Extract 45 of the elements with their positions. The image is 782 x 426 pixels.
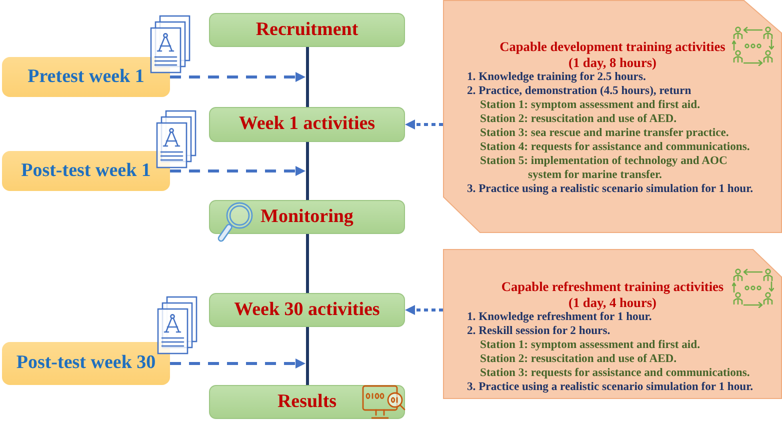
timeline-line — [306, 327, 308, 385]
assessment-box — [2, 57, 170, 97]
assessment-label: Pretest week 1 — [28, 66, 144, 88]
list-item: 1. Knowledge refreshment for 1 hour. — [466, 310, 653, 324]
stage-box — [209, 107, 405, 142]
timeline-line — [306, 142, 308, 200]
dashed-arrow — [170, 358, 306, 368]
stage-title: Recruitment — [256, 20, 358, 40]
stage-box — [209, 200, 405, 234]
list-item: 3. Practice using a realistic scenario simulation for 1 hour. — [466, 380, 754, 394]
station-item: Station 1: symptom assessment and first aid. — [479, 338, 701, 352]
panel-heading: Capable refreshment training activities — [500, 279, 725, 294]
dashed-arrow — [170, 72, 306, 82]
station-item: Station 1: symptom assessment and first aid. — [479, 98, 701, 112]
list-item: 2. Reskill session for 2 hours. — [466, 324, 612, 338]
station-item: Station 2: resuscitation and use of AED. — [479, 112, 678, 126]
assessment-label: Post-test week 1 — [21, 160, 151, 182]
panel-heading: (1 day, 4 hours) — [568, 294, 658, 310]
timeline-line — [306, 47, 308, 107]
assessment-box — [2, 151, 170, 191]
dashed-arrow — [170, 166, 306, 176]
station-item: Station 5: implementation of technology and AOC system for marine transfer. — [479, 154, 728, 182]
dotted-arrow — [405, 120, 443, 130]
list-item: 1. Knowledge training for 2.5 hours. — [466, 70, 647, 84]
stage-title: Week 1 activities — [238, 114, 376, 135]
list-item: 3. Practice using a realistic scenario simulation for 1 hour. — [466, 182, 754, 196]
assessment-box — [2, 342, 170, 385]
station-item: Station 3: sea rescue and marine transfer practice. — [479, 126, 730, 140]
station-item: Station 4: requests for assistance and communications. — [479, 140, 751, 154]
training-panel — [443, 0, 782, 233]
list-item: 2. Practice, demonstration (4.5 hours), return — [466, 84, 692, 98]
station-item: Station 2: resuscitation and use of AED. — [479, 352, 678, 366]
panel-heading: Capable development training activities — [498, 39, 726, 54]
stage-box — [209, 13, 405, 47]
station-item: Station 3: requests for assistance and communications. — [479, 366, 751, 380]
stage-box — [209, 293, 405, 327]
stage-box — [209, 385, 405, 419]
dotted-arrow — [405, 305, 443, 315]
stage-title: Week 30 activities — [234, 300, 380, 320]
assessment-label: Post-test week 30 — [16, 353, 156, 374]
timeline-line — [306, 234, 308, 293]
panel-heading: (1 day, 8 hours) — [568, 54, 658, 70]
training-panel — [443, 249, 782, 399]
stage-title: Monitoring — [260, 206, 354, 228]
stage-title: Results — [277, 392, 337, 412]
